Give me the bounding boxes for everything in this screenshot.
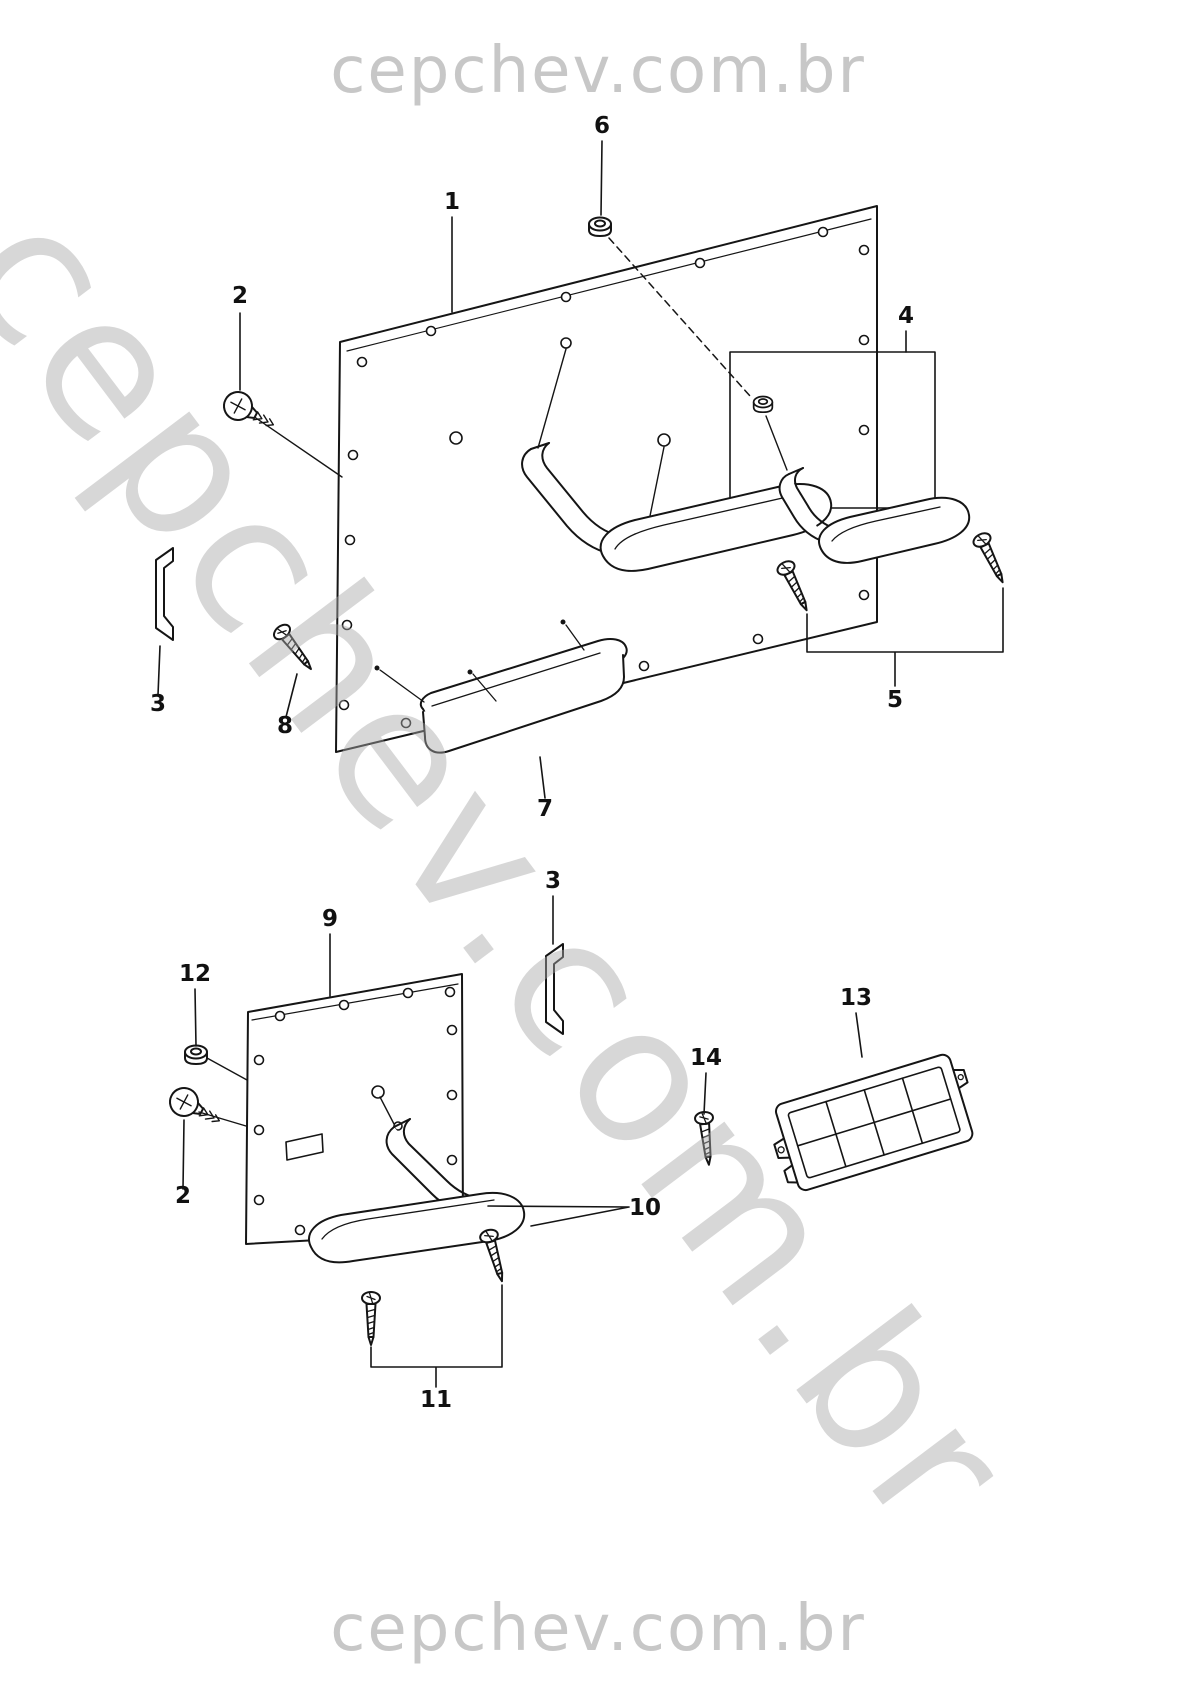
alignment-dashed-line	[608, 237, 751, 397]
leader-14	[703, 1072, 707, 1115]
callout-11: 11	[420, 1387, 452, 1413]
leader-11-bracket	[370, 1284, 503, 1388]
callout-2-upper: 2	[232, 283, 248, 309]
armrest-right	[778, 467, 971, 564]
callout-3-lower: 3	[545, 868, 561, 894]
callout-1: 1	[444, 189, 460, 215]
leader-12	[194, 988, 197, 1047]
attachment-lines-upper	[206, 348, 788, 1081]
callout-6: 6	[594, 113, 610, 139]
leader-2-lower	[182, 1119, 185, 1190]
callout-13: 13	[840, 985, 872, 1011]
leader-13	[855, 1012, 863, 1058]
armrest-rear	[308, 1118, 526, 1264]
push-clip-upper	[218, 386, 281, 439]
leader-10	[487, 1205, 630, 1227]
attachment-lines-lower	[198, 1096, 395, 1127]
push-clip-lower	[164, 1082, 227, 1135]
leader-7	[539, 756, 546, 799]
armrest-box	[729, 351, 936, 509]
leader-6	[600, 140, 603, 216]
callout-10: 10	[629, 1195, 661, 1221]
callout-4: 4	[898, 303, 914, 329]
callout-7: 7	[537, 796, 553, 822]
callout-2-lower: 2	[175, 1183, 191, 1209]
leader-5-bracket	[806, 587, 1004, 687]
callout-9: 9	[322, 906, 338, 932]
leader-lines	[157, 140, 1004, 1388]
retainer-lower	[545, 943, 564, 1035]
retainer-upper	[155, 547, 174, 641]
nut-inside-box	[752, 395, 774, 414]
armrest-center	[521, 442, 833, 572]
vent-grille	[773, 1053, 974, 1192]
front-door-trim-panel	[335, 205, 878, 753]
leader-3-upper	[157, 645, 161, 696]
callout-labels: 6 1 2 4 3 8 5 7 3 9 12 2 10 11 14 13	[150, 113, 914, 1413]
callout-3-upper: 3	[150, 691, 166, 717]
callout-8: 8	[277, 713, 293, 739]
leader-8	[285, 673, 298, 718]
screw-panel	[270, 620, 320, 676]
callout-5: 5	[887, 687, 903, 713]
screw-armrest-right	[970, 529, 1012, 588]
screw-rear-1	[361, 1291, 381, 1346]
nut-grommet-lower	[184, 1044, 208, 1065]
screw-grille	[693, 1110, 719, 1167]
callout-12: 12	[179, 961, 211, 987]
nut-grommet-upper	[588, 216, 612, 237]
callout-14: 14	[690, 1045, 722, 1071]
door-pocket	[374, 619, 628, 754]
